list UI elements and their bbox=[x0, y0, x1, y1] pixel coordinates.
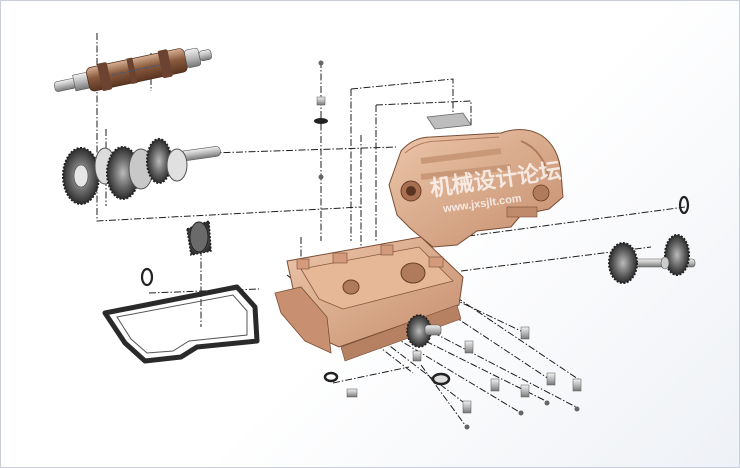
spur-gear-large bbox=[62, 147, 100, 205]
countershaft-gear-cluster bbox=[62, 138, 221, 205]
drain-plug bbox=[323, 371, 358, 398]
spur-gear-cluster bbox=[94, 138, 188, 200]
nameplate bbox=[426, 112, 472, 130]
output-bevel-gear bbox=[406, 314, 442, 348]
bevel-pinion bbox=[186, 219, 212, 256]
cover-gasket bbox=[102, 284, 260, 364]
bevel-gear-shaft-right bbox=[608, 234, 696, 284]
washer bbox=[431, 372, 451, 386]
seal-ring-left bbox=[140, 267, 154, 287]
gearbox-housing bbox=[274, 236, 464, 362]
seal-ring-right bbox=[678, 195, 690, 215]
hex-bolts bbox=[412, 326, 582, 430]
vent-plug-stack bbox=[314, 60, 328, 180]
assembly-chain-lines bbox=[96, 33, 686, 426]
input-shaft bbox=[53, 47, 212, 92]
housing-cover bbox=[388, 129, 564, 248]
